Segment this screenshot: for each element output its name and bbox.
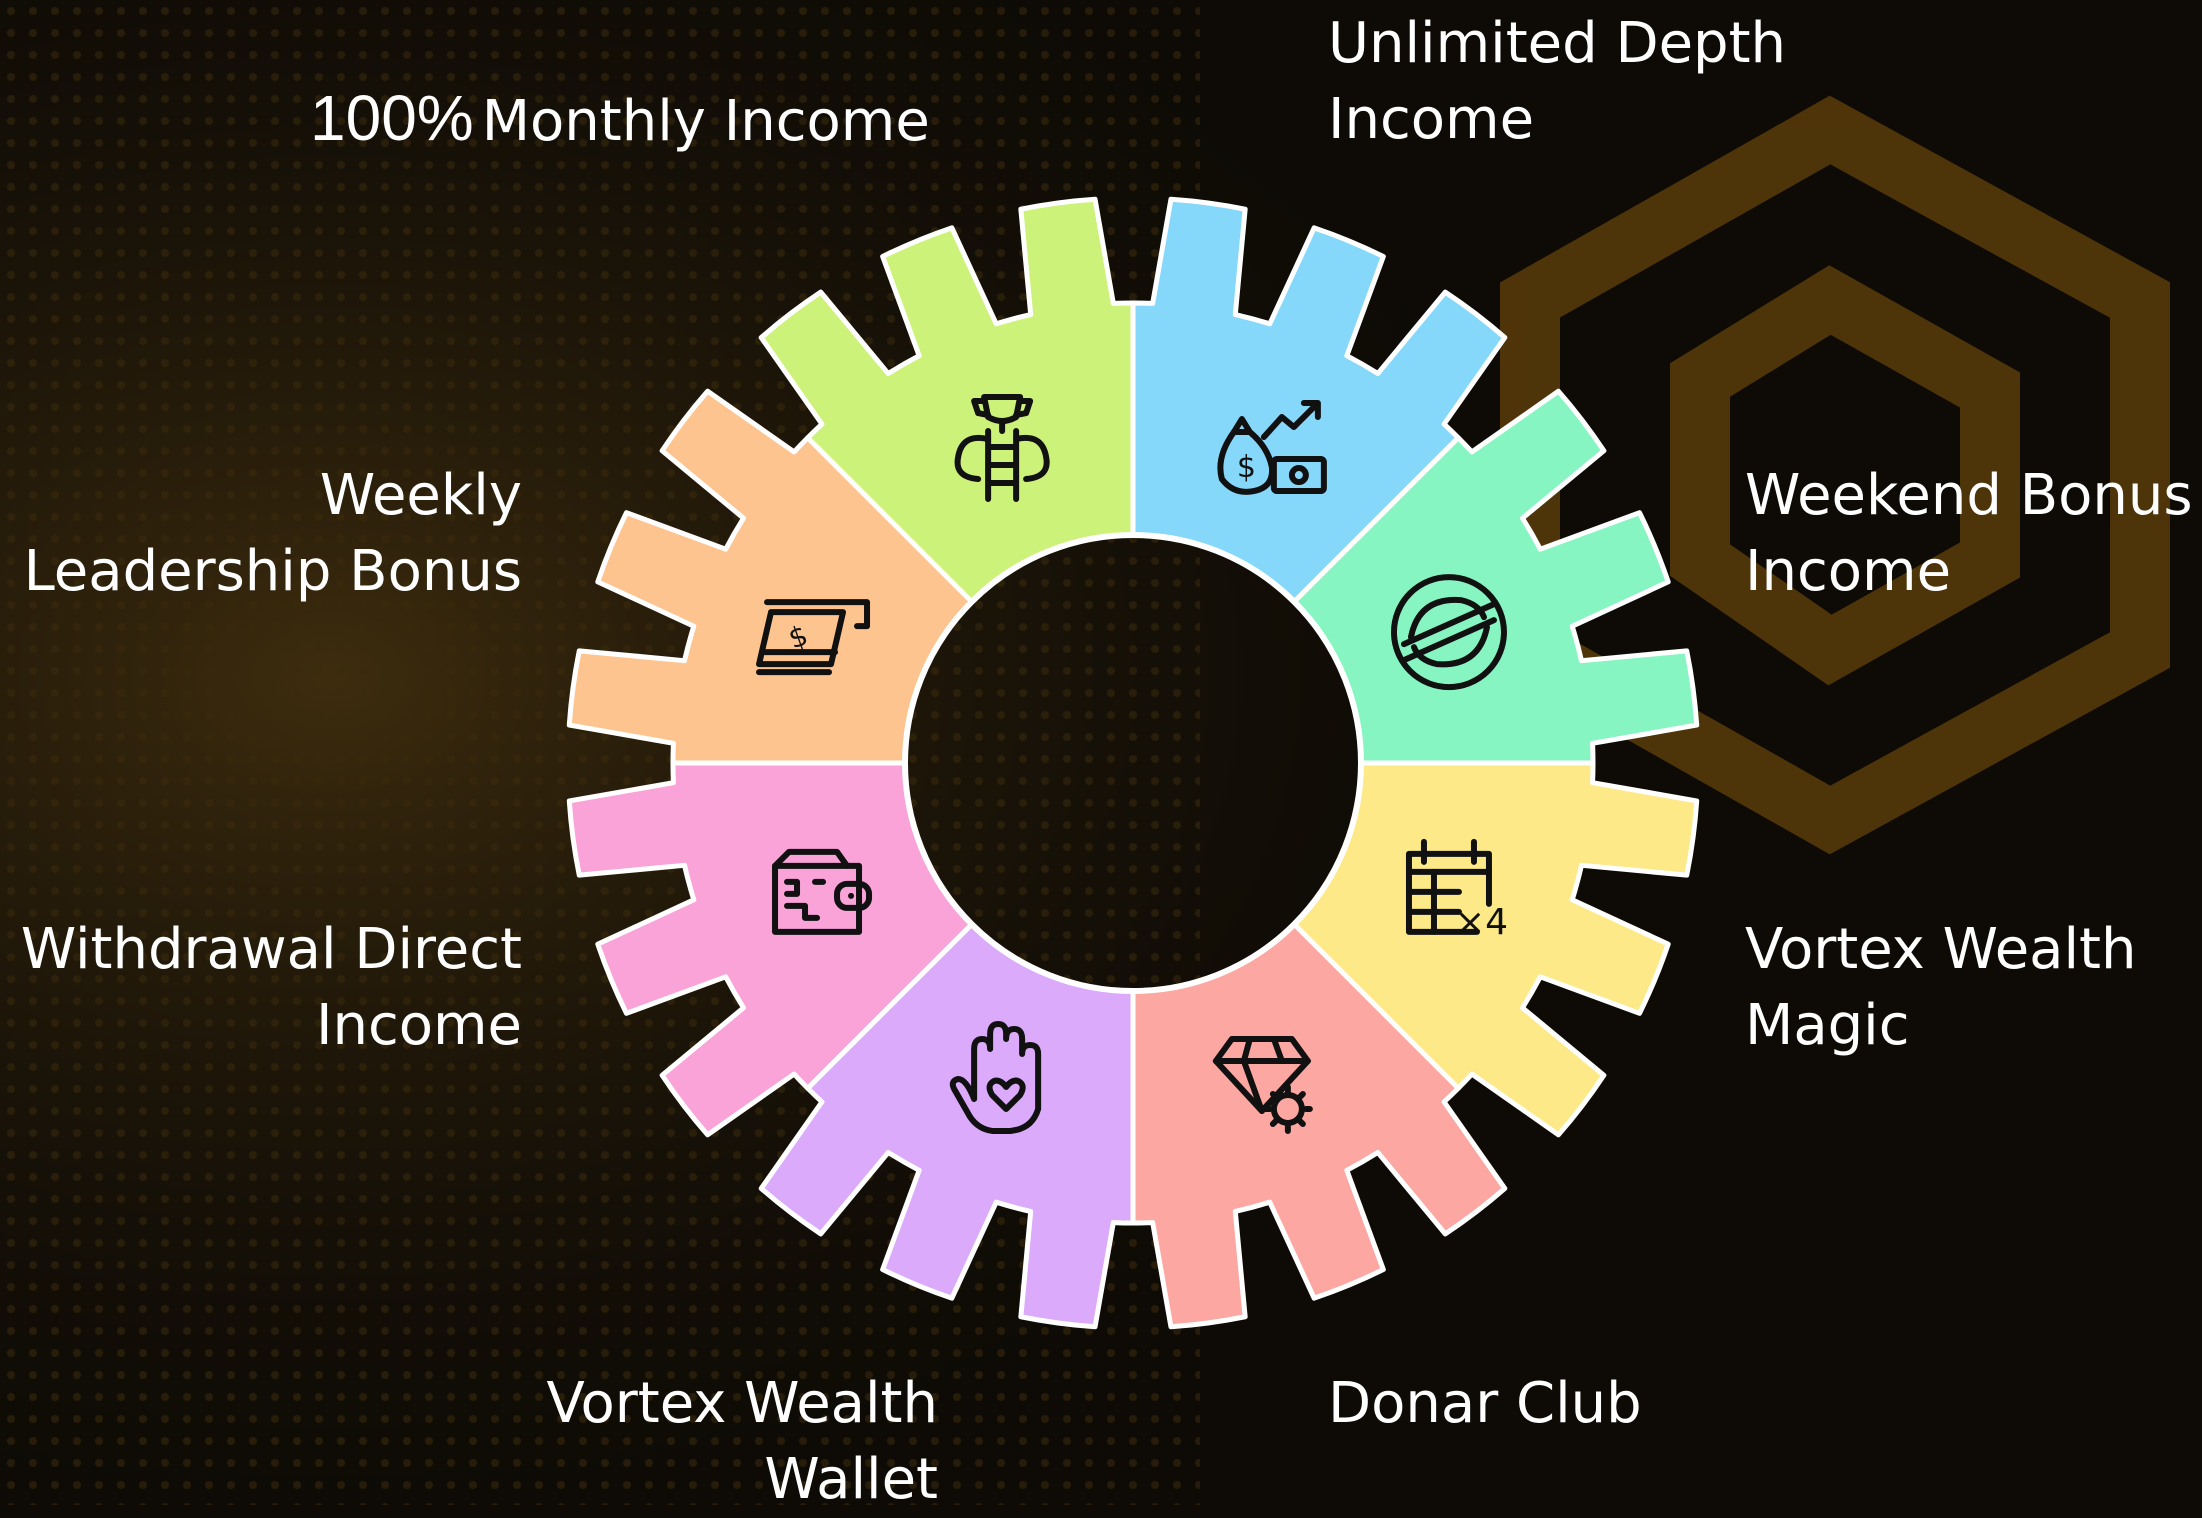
- calendar-x4-icon: ×4: [1405, 838, 1508, 943]
- label-line: Leadership Bonus: [23, 539, 522, 604]
- trophy-ladder-icon: [954, 394, 1050, 503]
- label-percent: 100%: [310, 82, 474, 154]
- label-line: Unlimited Depth: [1328, 11, 1787, 76]
- label-line: Wallet: [764, 1447, 938, 1512]
- label-line: Vortex Wealth: [1745, 917, 2137, 982]
- stellar-coin-icon: [1390, 574, 1507, 691]
- wallet-icon: [772, 848, 873, 935]
- label-line: Income: [1745, 539, 1952, 604]
- label-line: Vortex Wealth: [546, 1371, 938, 1436]
- label-line: Income: [315, 993, 522, 1058]
- svg-text:×4: ×4: [1455, 902, 1508, 943]
- label-line: Income: [1328, 87, 1535, 152]
- label-line: Donar Club: [1328, 1371, 1642, 1436]
- hand-heart-icon: [949, 1020, 1042, 1134]
- label-donar-club: Donar Club: [1328, 1366, 1642, 1442]
- label-line: Weekly: [319, 463, 522, 528]
- label-line: Magic: [1745, 993, 1910, 1058]
- gear-hub-ring: [902, 532, 1364, 994]
- diamond-sun-icon: [1212, 1035, 1313, 1134]
- atm-cash-icon: $: [756, 599, 871, 676]
- money-bag-growth-icon: $: [1217, 400, 1327, 495]
- label-line: Weekend Bonus: [1745, 463, 2193, 528]
- svg-text:$: $: [1237, 450, 1256, 485]
- label-line: Monthly Income: [481, 89, 930, 154]
- label-line: Withdrawal Direct: [20, 917, 522, 982]
- label-monthly-income: 100%Monthly Income: [310, 80, 930, 160]
